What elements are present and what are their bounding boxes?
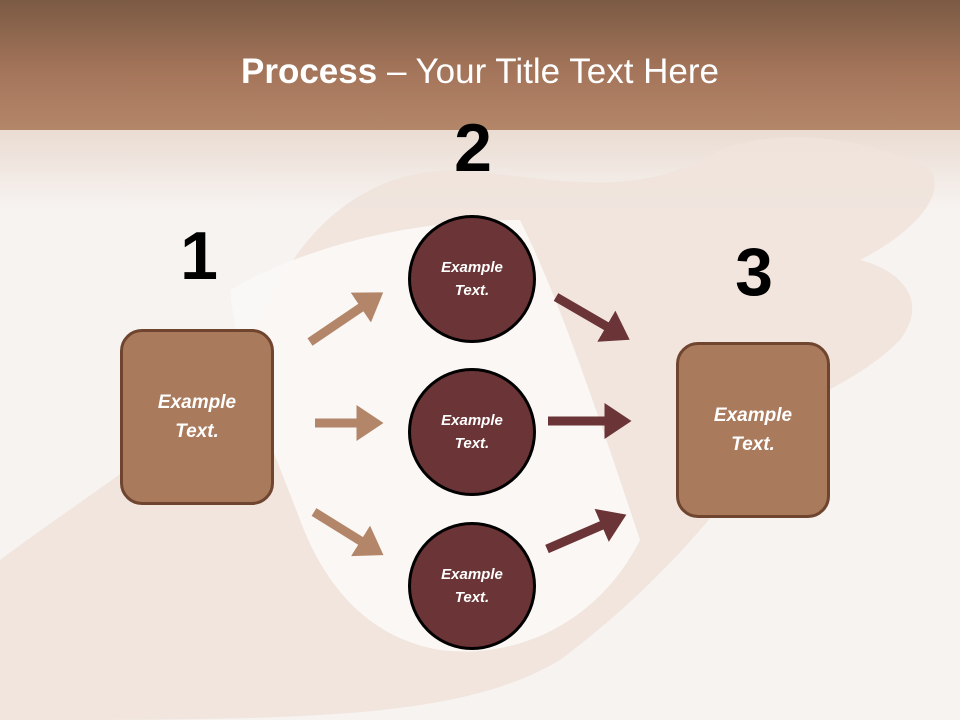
- step2-circle-3-line1: Example: [441, 566, 503, 583]
- step2-circle-2-line2: Text.: [454, 435, 490, 452]
- step-number-2: 2: [454, 110, 492, 186]
- step2-circle-1-text: Example Text.: [441, 256, 503, 302]
- step2-circle-3: Example Text.: [408, 522, 536, 650]
- title-rest: – Your Title Text Here: [377, 52, 719, 91]
- step-number-1: 1: [180, 218, 218, 294]
- step2-circle-3-text: Example Text.: [441, 563, 503, 609]
- step1-box: Example Text.: [120, 329, 274, 505]
- step2-circle-3-line2: Text.: [454, 589, 490, 606]
- step3-text: Example Text.: [714, 401, 792, 459]
- page-title: Process – Your Title Text Here: [0, 52, 960, 92]
- step2-circle-2: Example Text.: [408, 368, 536, 496]
- arrow-2a-to-3: [553, 293, 630, 342]
- step1-line1: Example: [157, 392, 237, 413]
- step3-box: Example Text.: [676, 342, 830, 518]
- arrow-2c-to-3: [545, 508, 627, 554]
- step2-circle-1-line2: Text.: [454, 282, 490, 299]
- step3-line2: Text.: [731, 434, 775, 455]
- step1-line2: Text.: [175, 421, 219, 442]
- step2-circle-1-line1: Example: [441, 259, 503, 276]
- step3-line1: Example: [713, 405, 793, 426]
- step-number-3: 3: [735, 234, 773, 310]
- step2-circle-2-text: Example Text.: [441, 409, 503, 455]
- step2-circle-2-line1: Example: [441, 412, 503, 429]
- title-bold: Process: [241, 52, 378, 91]
- arrow-1-to-2a: [307, 292, 384, 346]
- arrow-1-to-2c: [311, 508, 384, 557]
- step1-text: Example Text.: [158, 388, 236, 446]
- step2-circle-1: Example Text.: [408, 215, 536, 343]
